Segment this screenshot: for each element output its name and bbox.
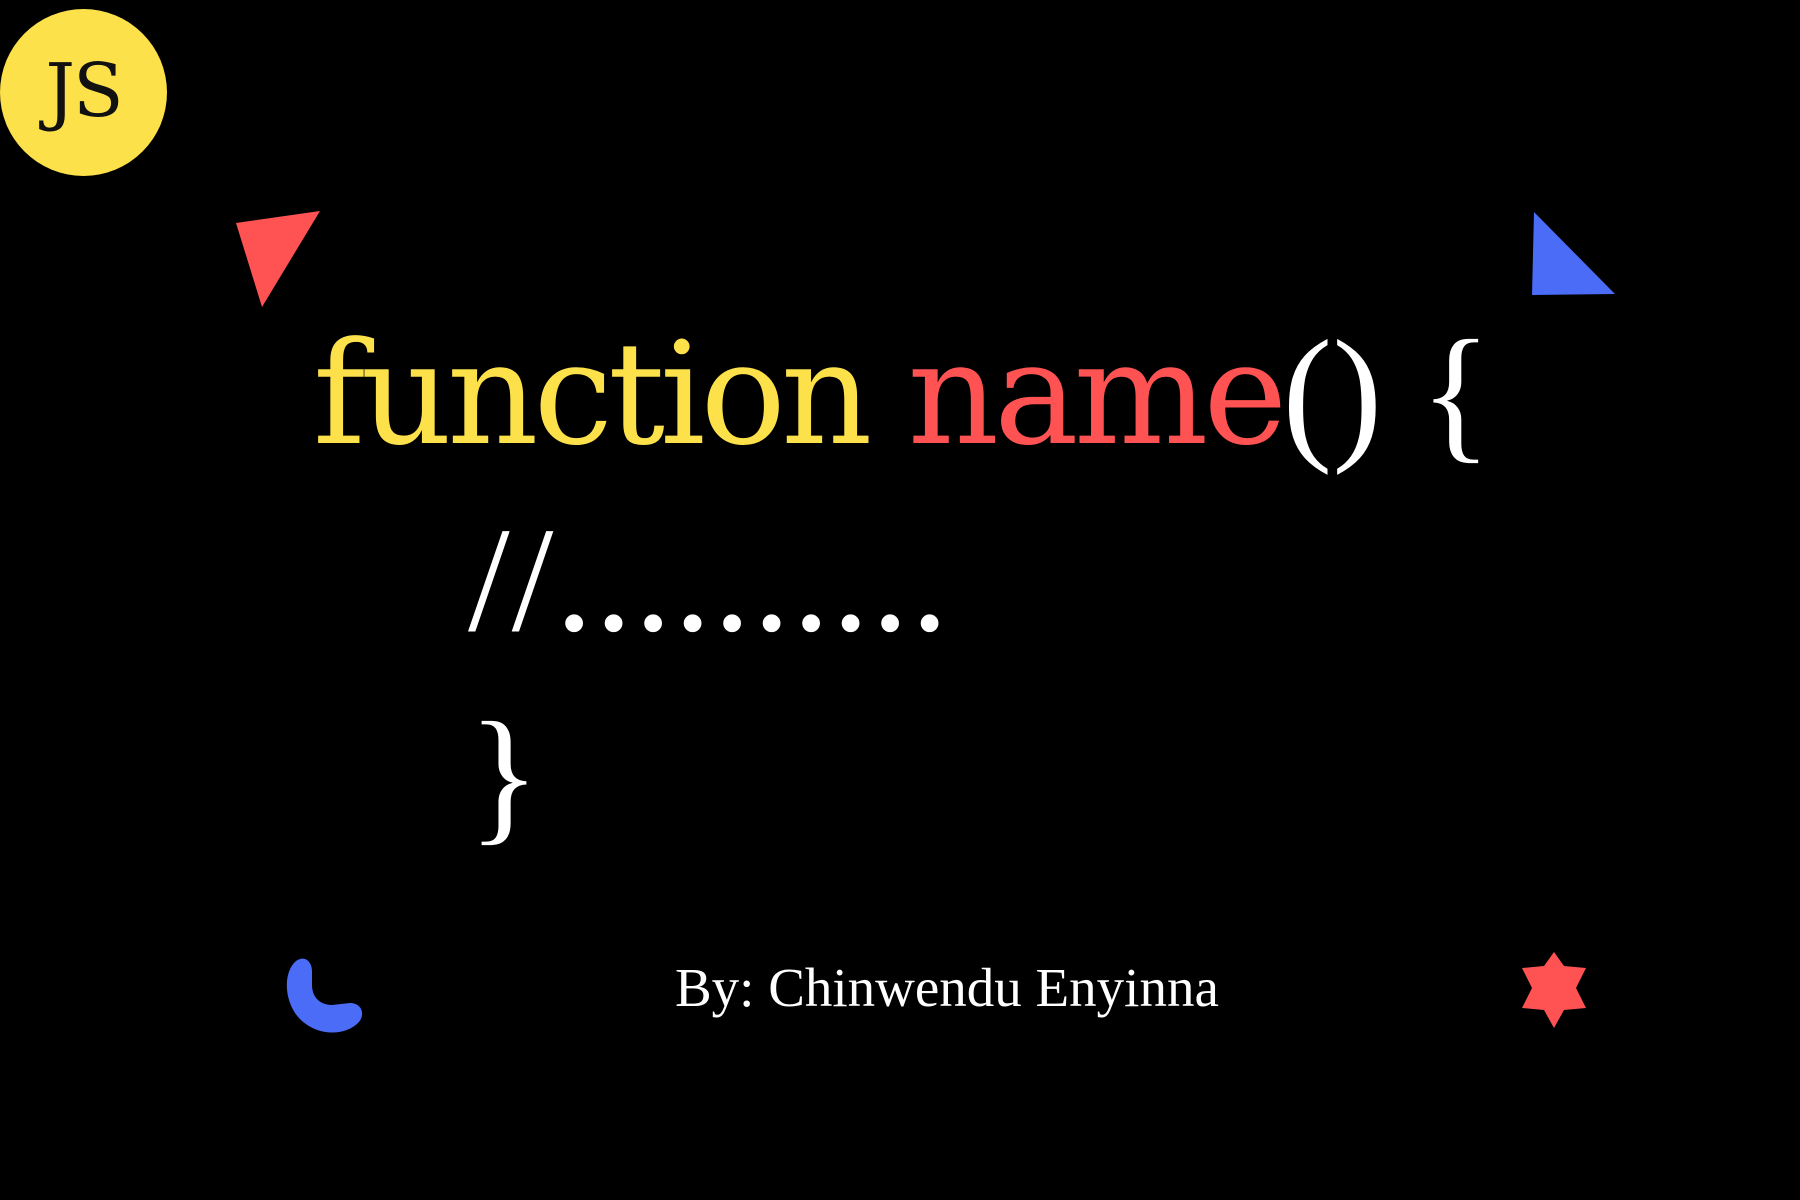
blue-crescent-icon bbox=[286, 958, 363, 1033]
function-parens-brace: () { bbox=[1282, 310, 1492, 476]
function-name: name bbox=[907, 312, 1288, 477]
code-line-function-declaration: function name() { bbox=[313, 318, 1492, 468]
blue-triangle-icon bbox=[1532, 212, 1615, 295]
red-star-icon bbox=[1522, 952, 1586, 1028]
code-comment-line: //.......... bbox=[468, 497, 951, 663]
js-logo-text: JS bbox=[45, 47, 123, 134]
js-logo-badge: JS bbox=[0, 9, 167, 176]
red-triangle-icon bbox=[236, 211, 320, 307]
closing-brace: } bbox=[468, 692, 540, 858]
author-byline: By: Chinwendu Enyinna bbox=[675, 957, 1219, 1018]
function-keyword: function bbox=[313, 312, 872, 477]
